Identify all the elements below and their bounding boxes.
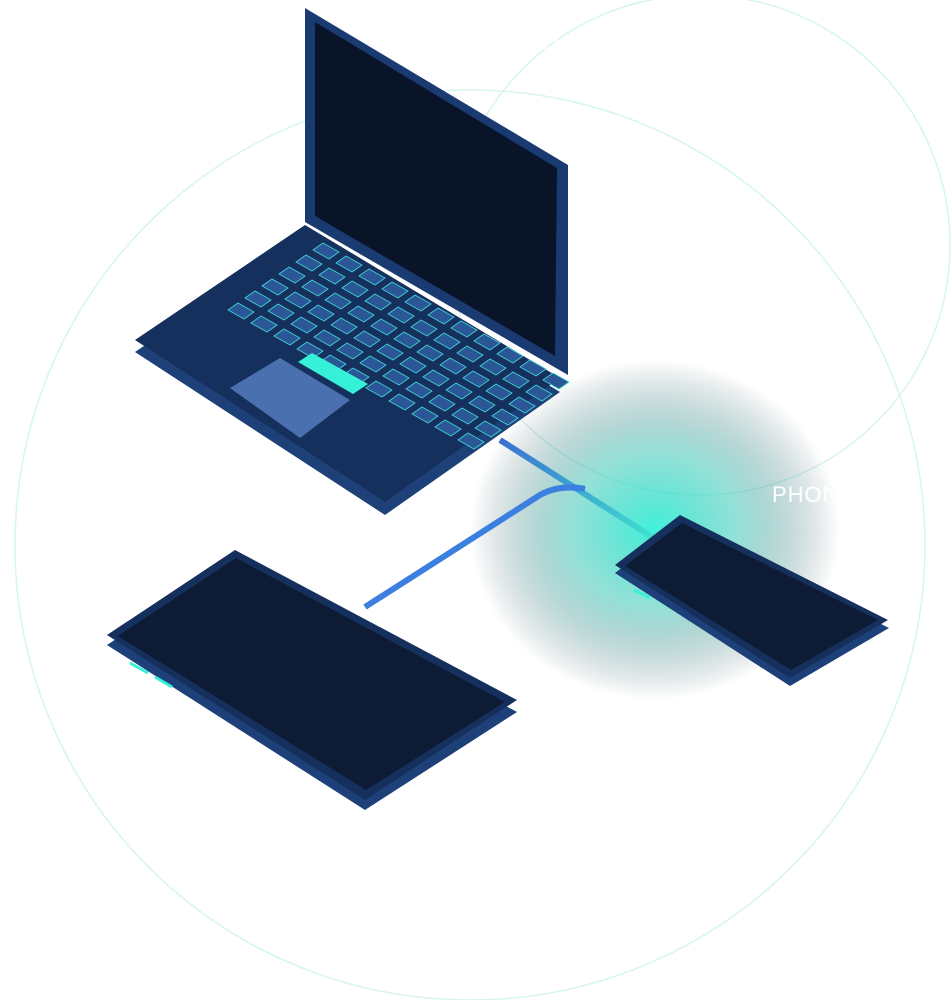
keyboard-key bbox=[278, 266, 306, 284]
keyboard-key bbox=[479, 358, 507, 376]
label-phone: PHONE bbox=[772, 482, 856, 507]
keyboard-key bbox=[474, 420, 502, 438]
keyboard-key bbox=[381, 281, 409, 299]
keyboard-key bbox=[312, 242, 340, 260]
keyboard-key bbox=[359, 355, 387, 373]
keyboard-key bbox=[364, 293, 392, 311]
keyboard-key bbox=[502, 371, 530, 389]
keyboard-key bbox=[393, 331, 421, 349]
tablet-button bbox=[154, 675, 173, 689]
keyboard-key bbox=[382, 368, 410, 386]
keyboard-key bbox=[445, 382, 473, 400]
keyboard-key bbox=[525, 384, 553, 402]
keyboard-key bbox=[456, 345, 484, 363]
keyboard-key bbox=[353, 330, 381, 348]
laptop-device bbox=[135, 8, 570, 515]
keyboard bbox=[227, 242, 570, 450]
tablet-button bbox=[129, 661, 149, 675]
keyboard-key bbox=[468, 395, 496, 413]
tablet-device bbox=[107, 550, 517, 810]
keyboard-key bbox=[387, 306, 415, 324]
keyboard-key bbox=[491, 408, 519, 426]
keyboard-key bbox=[370, 318, 398, 336]
label-tablet: TABLET bbox=[95, 526, 183, 551]
keyboard-key bbox=[335, 255, 363, 273]
keyboard-key bbox=[250, 315, 278, 333]
keyboard-key bbox=[428, 394, 456, 412]
keyboard-key bbox=[284, 291, 312, 309]
keyboard-key bbox=[290, 316, 318, 334]
keyboard-key bbox=[313, 329, 341, 347]
keyboard-key bbox=[439, 357, 467, 375]
keyboard-key bbox=[261, 278, 289, 296]
keyboard-key bbox=[318, 267, 346, 285]
keyboard-key bbox=[405, 381, 433, 399]
keyboard-key bbox=[457, 432, 485, 450]
keyboard-key bbox=[388, 393, 416, 411]
keyboard-key bbox=[519, 359, 547, 377]
keyboard-key bbox=[365, 380, 393, 398]
keyboard-key bbox=[416, 344, 444, 362]
connector-tablet bbox=[363, 484, 586, 610]
keyboard-key bbox=[411, 406, 439, 424]
keyboard-key bbox=[341, 280, 369, 298]
keyboard-key bbox=[307, 304, 335, 322]
keyboard-key bbox=[358, 268, 386, 286]
keyboard-key bbox=[485, 383, 513, 401]
keyboard-key bbox=[376, 343, 404, 361]
keyboard-key bbox=[399, 356, 427, 374]
keyboard-key bbox=[267, 303, 295, 321]
keyboard-key bbox=[462, 370, 490, 388]
keyboard-key bbox=[508, 396, 536, 414]
keyboard-key bbox=[410, 319, 438, 337]
keyboard-key bbox=[296, 341, 324, 359]
keyboard-key bbox=[496, 346, 524, 364]
keyboard-key bbox=[324, 292, 352, 310]
keyboard-key bbox=[473, 333, 501, 351]
keyboard-key bbox=[450, 320, 478, 338]
keyboard-key bbox=[295, 254, 323, 272]
keyboard-key bbox=[451, 407, 479, 425]
keyboard-key bbox=[427, 307, 455, 325]
trackpad bbox=[230, 358, 350, 438]
label-desktop: DESKTOP bbox=[465, 33, 577, 58]
background-circle-large bbox=[14, 89, 926, 1000]
keyboard-key bbox=[336, 342, 364, 360]
keyboard-key bbox=[244, 290, 272, 308]
keyboard-key bbox=[422, 369, 450, 387]
phone-device bbox=[615, 515, 889, 686]
keyboard-key bbox=[433, 332, 461, 350]
keyboard-key bbox=[347, 305, 375, 323]
keyboard-key bbox=[542, 372, 570, 390]
keyboard-key bbox=[227, 302, 255, 320]
keyboard-key bbox=[404, 294, 432, 312]
keyboard-key bbox=[434, 419, 462, 437]
keyboard-key bbox=[301, 279, 329, 297]
keyboard-key bbox=[273, 328, 301, 346]
keyboard-key bbox=[330, 317, 358, 335]
spacebar bbox=[298, 353, 368, 394]
